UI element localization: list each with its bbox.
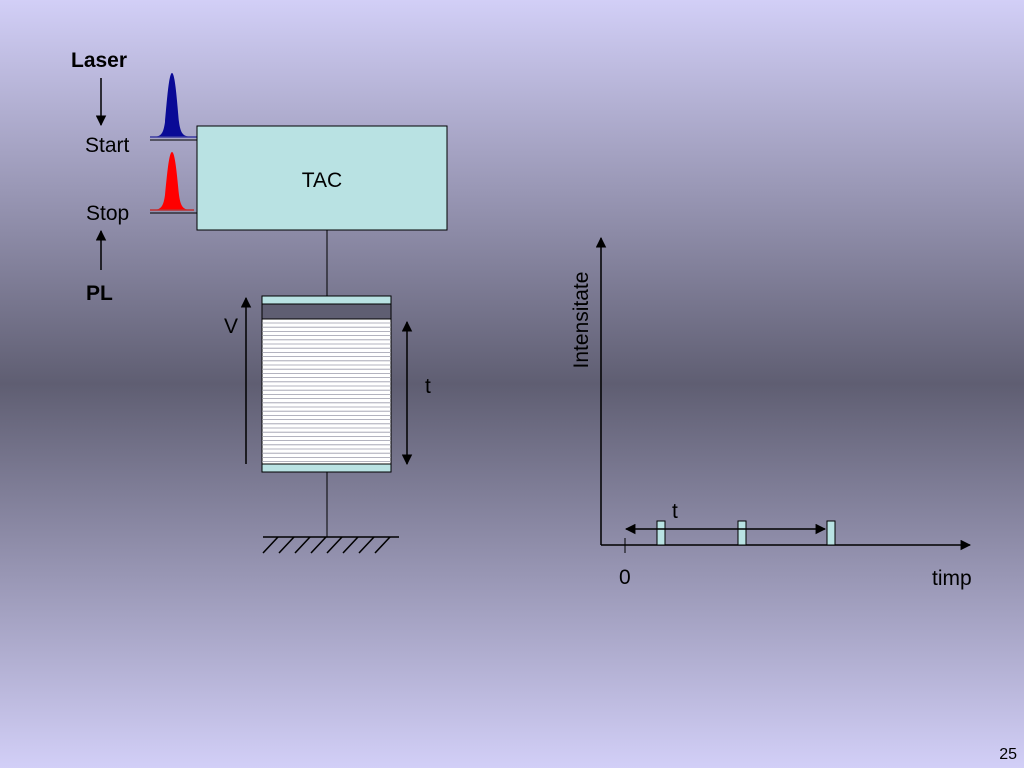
laser-label: Laser bbox=[71, 49, 127, 72]
histogram-bar bbox=[826, 520, 836, 546]
ground-hatch-mark bbox=[358, 536, 375, 554]
origin-label: 0 bbox=[619, 566, 631, 589]
ground-hatch-mark bbox=[342, 536, 359, 554]
ground-hatch-mark bbox=[326, 536, 343, 554]
histogram-bar bbox=[656, 520, 666, 546]
ground-hatch-mark bbox=[294, 536, 311, 554]
voltage-label: V bbox=[224, 315, 238, 338]
interval-label: t bbox=[672, 500, 678, 523]
y-axis-label: Intensitate bbox=[570, 272, 593, 369]
tac-label: TAC bbox=[302, 169, 342, 192]
laser-pulse bbox=[150, 73, 196, 137]
tac-box bbox=[196, 125, 448, 231]
ground-hatch-mark bbox=[278, 536, 295, 554]
pl-pulse bbox=[150, 152, 194, 210]
pl-label: PL bbox=[86, 282, 113, 305]
start-label: Start bbox=[85, 134, 130, 157]
ground-hatch bbox=[262, 536, 391, 554]
time-label: t bbox=[425, 375, 431, 398]
stop-label: Stop bbox=[86, 202, 129, 225]
memory-register-stack bbox=[261, 295, 392, 473]
histogram-bar bbox=[737, 520, 747, 546]
x-axis-label: timp bbox=[932, 567, 972, 590]
ground-hatch-mark bbox=[310, 536, 327, 554]
ground-hatch-mark bbox=[262, 536, 279, 554]
page-number: 25 bbox=[999, 746, 1017, 763]
ground-hatch-mark bbox=[374, 536, 391, 554]
